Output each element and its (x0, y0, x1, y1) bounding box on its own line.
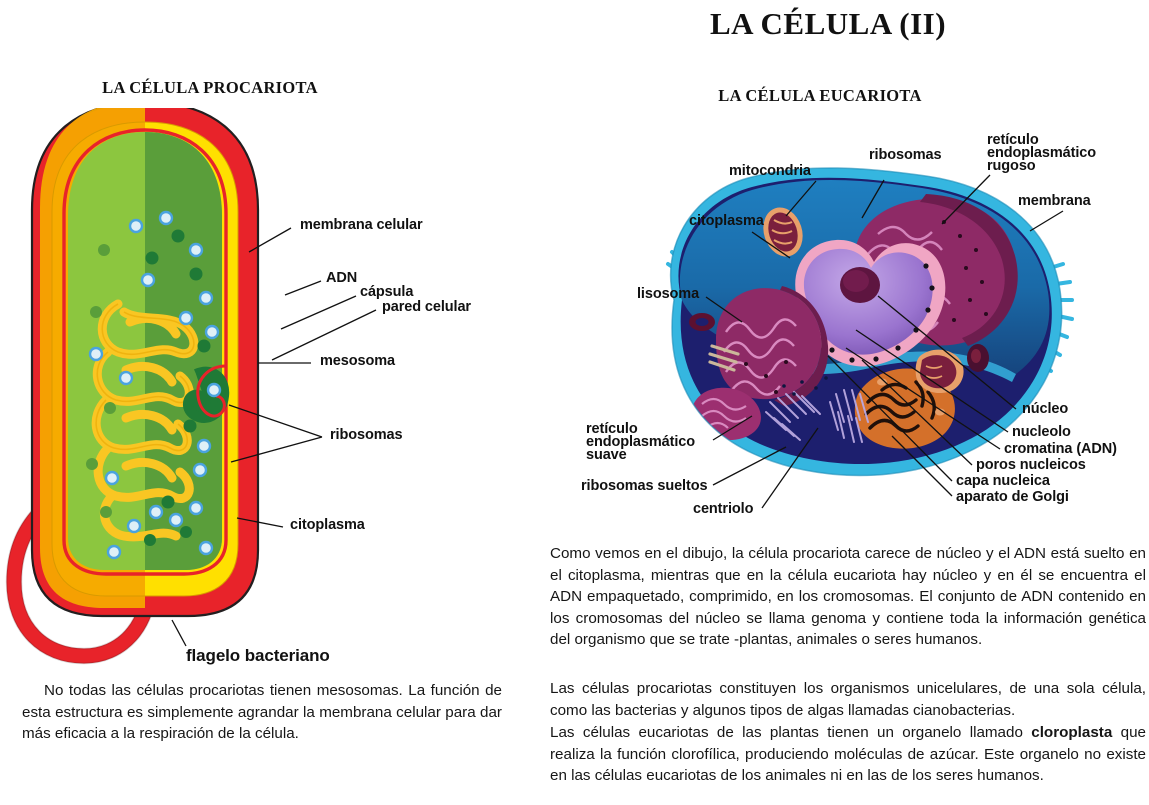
mitochondrion-2-shape (915, 349, 964, 394)
prokaryote-cell-diagram (0, 108, 330, 668)
lysosome-shape (689, 313, 715, 331)
label-reticulo-rugoso-line3: rugoso (987, 158, 1036, 174)
lower-er-shape (716, 286, 829, 406)
label-reticulo-rugoso-line1: retículo (987, 132, 1039, 148)
label-mitocondria: mitocondria (729, 163, 811, 179)
label-flagelo-bacteriano: flagelo bacteriano (186, 646, 330, 665)
label-centriolo: centriolo (693, 501, 754, 517)
free-ribosomes-shape (782, 376, 828, 396)
label-membrana-euk: membrana (1018, 193, 1091, 209)
label-reticulo-suave-line3: suave (586, 447, 627, 463)
chloroplast-term: cloroplasta (1031, 724, 1113, 741)
label-poros-nucleicos: poros nucleicos (976, 457, 1086, 473)
label-membrana-celular: membrana celular (300, 217, 423, 233)
page-title: LA CÉLULA (II) (709, 6, 947, 41)
label-reticulo-suave-line1: retículo (586, 421, 638, 437)
ribosomes-shape (86, 210, 222, 560)
label-adn: ADN (326, 270, 358, 286)
label-ribosomas-euk: ribosomas (869, 147, 942, 163)
prokaryote-paragraph: No todas las células procariotas tienen … (22, 682, 502, 742)
vesicle-tubules-shape (708, 344, 740, 372)
comparison-paragraph: Como vemos en el dibujo, la célula proca… (550, 545, 1146, 648)
chloroplast-text-b: que realiza la función clorofílica, prod… (550, 724, 1146, 784)
label-cromatina: cromatina (ADN) (1004, 441, 1117, 457)
label-aparato-de-golgi: aparato de Golgi (956, 489, 1069, 505)
label-pared-celular: pared celular (382, 299, 471, 315)
label-reticulo-suave-line2: endoplasmático (586, 434, 695, 450)
label-capa-nucleica: capa nucleica (956, 473, 1050, 489)
label-ribosomas-sueltos: ribosomas sueltos (581, 478, 708, 494)
plasma-membrane-shape (62, 128, 228, 576)
label-ribosomas-pro: ribosomas (330, 427, 403, 443)
chloroplast-paragraph: Las células eucariotas de las plantas ti… (550, 722, 1146, 787)
label-nucleolo: nucleolo (1012, 424, 1071, 440)
prokaryote-organisms-paragraph: Las células procariotas constituyen los … (550, 680, 1146, 719)
label-capsula: cápsula (360, 284, 414, 300)
label-lisosoma: lisosoma (637, 286, 700, 302)
prokaryote-section-title: LA CÉLULA PROCARIOTA (102, 78, 318, 97)
label-citoplasma-euk: citoplasma (689, 213, 764, 229)
chloroplast-text-a: Las células eucariotas de las plantas ti… (550, 724, 1032, 741)
label-reticulo-rugoso-line2: endoplasmático (987, 145, 1096, 161)
vesicle-shape (967, 344, 989, 372)
label-mesosoma: mesosoma (320, 353, 395, 369)
label-nucleo: núcleo (1022, 401, 1069, 417)
label-citoplasma-pro: citoplasma (290, 517, 365, 533)
eukaryote-section-title: LA CÉLULA EUCARIOTA (718, 86, 922, 105)
